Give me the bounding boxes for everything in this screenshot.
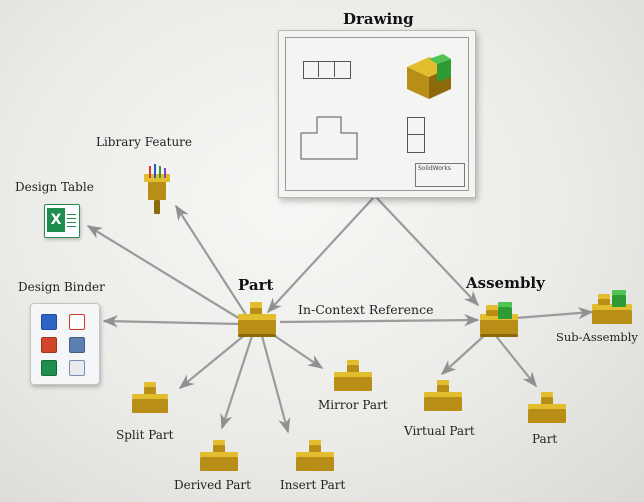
powerpoint-doc-icon — [41, 337, 57, 353]
assembly-part-label: Part — [532, 432, 558, 446]
link-doc-icon — [69, 360, 85, 376]
arrow-drawing-to-part — [266, 195, 376, 314]
word-doc-icon — [41, 314, 57, 330]
library-feature-icon — [140, 164, 180, 224]
arrow-part-to-design-table — [86, 225, 246, 323]
insert-part-label: Insert Part — [280, 478, 346, 492]
arrow-drawing-to-assembly — [374, 195, 480, 307]
excel-icon: X — [44, 204, 80, 238]
design-binder-label: Design Binder — [18, 280, 105, 294]
arrow-part-to-design-binder — [102, 315, 241, 328]
virtual-part-label: Virtual Part — [404, 424, 475, 438]
in-context-reference-label: In-Context Reference — [298, 302, 434, 317]
arrow-part-to-library-feature — [175, 204, 249, 319]
title-block: SolidWorks — [415, 163, 465, 187]
library-feature-label: Library Feature — [96, 135, 193, 149]
arrow-part-to-mirror-part — [271, 333, 324, 369]
sub-assembly-icon — [590, 290, 634, 326]
derived-part-icon — [200, 440, 238, 474]
design-binder-icon — [30, 303, 100, 385]
virtual-part-icon — [424, 380, 462, 414]
split-part-icon — [132, 382, 168, 416]
sub-assembly-label: Sub-Assembly — [556, 330, 638, 344]
design-table-label: Design Table — [15, 180, 94, 194]
part-label: Part — [238, 276, 274, 294]
video-doc-icon — [69, 337, 85, 353]
arrow-assembly-to-sub-assembly — [515, 306, 594, 320]
arrow-assembly-to-virtual-part — [440, 333, 487, 376]
excel-doc-icon — [41, 360, 57, 376]
assembly-label: Assembly — [466, 274, 545, 292]
mirror-part-label: Mirror Part — [318, 398, 388, 412]
mirror-part-icon — [334, 360, 372, 394]
derived-part-label: Derived Part — [174, 478, 251, 492]
insert-part-icon — [296, 440, 334, 474]
drawing-title: Drawing — [343, 10, 414, 28]
pdf-doc-icon — [69, 314, 85, 330]
part-icon — [236, 300, 278, 338]
arrow-part-to-derived-part — [220, 335, 254, 430]
arrow-assembly-to-part — [495, 335, 537, 388]
assembly-icon — [478, 300, 520, 338]
assembly-part-icon — [528, 392, 566, 426]
arrow-part-to-insert-part — [260, 335, 291, 434]
arrow-part-to-split-part — [178, 333, 247, 389]
split-part-label: Split Part — [116, 428, 174, 442]
drawing-sheet: SolidWorks — [278, 30, 476, 198]
arrow-in-context-reference — [279, 313, 480, 327]
